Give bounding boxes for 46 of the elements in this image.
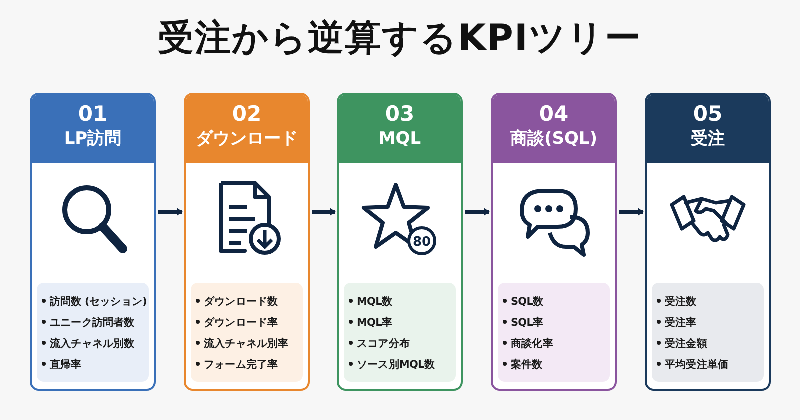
arrow [619, 208, 644, 216]
step-title: 受注 [691, 128, 725, 151]
metric-item: 流入チャネル別数 [50, 336, 135, 352]
metric-item: MQL数 [357, 295, 392, 310]
metric-item: ダウンロード率 [204, 316, 278, 331]
metric-list-panel [652, 283, 764, 382]
metric-item: 直帰率 [50, 358, 82, 373]
step-number: 04 [539, 101, 569, 127]
step-card [337, 93, 463, 391]
metric-item: 訪問数 (セッション) [50, 295, 147, 310]
metric-item: MQL率 [357, 316, 392, 331]
arrow [312, 208, 336, 216]
metric-item: ソース別MQL数 [357, 358, 435, 373]
arrow [465, 208, 490, 216]
metric-item: 受注率 [665, 316, 697, 331]
title: 受注から逆算するKPIツリー [158, 17, 642, 61]
score-badge: 80 [408, 226, 436, 256]
step-title: 商談(SQL) [510, 128, 598, 151]
step-title: MQL [378, 128, 422, 151]
metric-item: 平均受注単価 [665, 358, 729, 373]
step-title: LP訪問 [64, 128, 122, 151]
step-card [184, 93, 310, 391]
step-number: 05 [693, 101, 723, 127]
metric-item: 商談化率 [511, 336, 554, 352]
metric-item: 流入チャネル別率 [204, 336, 289, 352]
metric-list-panel [37, 283, 149, 382]
step-number: 03 [385, 101, 415, 127]
metric-item: SQL数 [511, 295, 544, 310]
metric-item: ダウンロード数 [204, 295, 278, 310]
metric-item: フォーム完了率 [204, 358, 278, 373]
metric-list-panel [191, 283, 303, 382]
metric-list-panel [344, 283, 456, 382]
step-number: 02 [232, 101, 262, 127]
metric-item: 受注数 [665, 294, 697, 310]
step-card [491, 93, 617, 391]
metric-item: SQL率 [511, 316, 544, 331]
step-card [30, 93, 156, 391]
step-number: 01 [78, 101, 108, 127]
metric-list-panel [498, 283, 610, 382]
metric-item: 受注金額 [665, 336, 708, 352]
step-card [645, 93, 771, 391]
metric-item: 案件数 [511, 358, 543, 373]
metric-item: ユニーク訪問者数 [50, 316, 135, 331]
metric-item: スコア分布 [357, 337, 410, 352]
step-title: ダウンロード [196, 128, 298, 151]
arrow [158, 208, 183, 216]
